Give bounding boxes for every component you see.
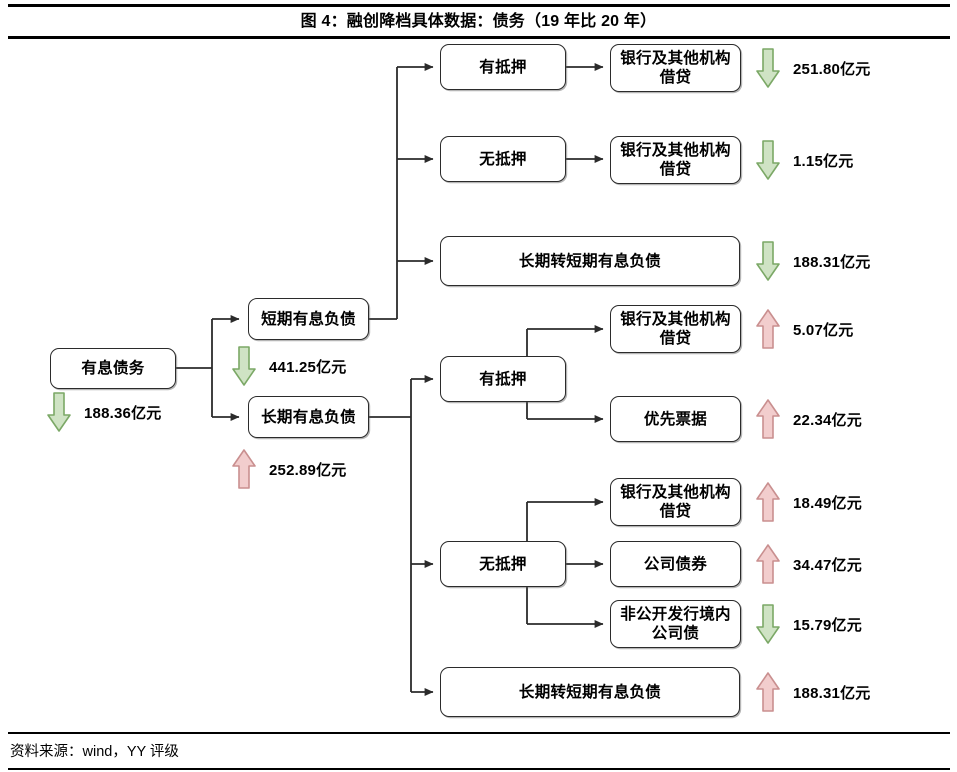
source-note: 资料来源：wind，YY 评级 (10, 744, 179, 760)
delta-st-bank-secured: 251.80亿元 (755, 47, 870, 89)
node-lt-senior-notes-label: 优先票据 (643, 410, 708, 428)
arrow-up-icon (232, 449, 256, 489)
delta-st-bank-secured-value: 251.80亿元 (793, 60, 871, 78)
node-lt-unsecured-label: 无抵押 (479, 555, 527, 573)
delta-st-bank-unsecured: 1.15亿元 (755, 139, 853, 181)
arrow-down-icon (756, 48, 780, 88)
delta-lt-corp-bonds-value: 34.47亿元 (793, 556, 862, 574)
header-rule-top (8, 4, 950, 7)
node-st-bank-unsecured[interactable]: 银行及其他机构 借贷 (610, 136, 741, 184)
delta-st-reclass: 188.31亿元 (755, 240, 870, 282)
node-lt-bank-secured-label: 银行及其他机构 借贷 (620, 311, 731, 347)
delta-st-bank-unsecured-value: 1.15亿元 (793, 152, 854, 170)
node-lt-corp-bonds-label: 公司债券 (643, 555, 708, 573)
delta-lt-bank-secured-value: 5.07亿元 (793, 321, 854, 339)
arrow-down-icon (47, 392, 71, 432)
arrow-down-icon (756, 604, 780, 644)
debt-breakdown-diagram: 有息债务 短期有息负债 长期有息负债 有抵押 无抵押 长期转短期有息负债 银行及… (0, 39, 957, 732)
arrow-down-icon (232, 346, 256, 386)
node-st-reclass-label: 长期转短期有息负债 (518, 252, 662, 270)
node-st-bank-secured[interactable]: 银行及其他机构 借贷 (610, 44, 741, 92)
arrow-up-icon (756, 399, 780, 439)
node-lt-private-bonds-label: 非公开发行境内 公司债 (620, 606, 731, 642)
delta-root: 188.36亿元 (46, 391, 161, 433)
arrow-up-icon (756, 544, 780, 584)
arrow-up-icon (756, 309, 780, 349)
delta-lt-reclass: 188.31亿元 (755, 671, 870, 713)
node-lt-corp-bonds[interactable]: 公司债券 (610, 541, 741, 587)
delta-lt-reclass-value: 188.31亿元 (793, 684, 871, 702)
node-long-term-debt-label: 长期有息负债 (261, 408, 356, 426)
node-st-reclass[interactable]: 长期转短期有息负债 (440, 236, 740, 286)
delta-long-term: 252.89亿元 (231, 448, 346, 490)
node-long-term-debt[interactable]: 长期有息负债 (248, 396, 369, 438)
node-st-bank-secured-label: 银行及其他机构 借贷 (620, 50, 731, 86)
delta-short-term: 441.25亿元 (231, 345, 346, 387)
delta-lt-corp-bonds: 34.47亿元 (755, 543, 862, 585)
node-lt-reclass[interactable]: 长期转短期有息负债 (440, 667, 740, 717)
header-rule-bottom (8, 36, 950, 39)
node-lt-secured-label: 有抵押 (479, 370, 527, 388)
node-lt-bank-unsecured[interactable]: 银行及其他机构 借贷 (610, 478, 741, 526)
node-short-term-debt-label: 短期有息负债 (261, 310, 356, 328)
node-st-unsecured-label: 无抵押 (479, 150, 527, 168)
arrow-down-icon (756, 140, 780, 180)
node-st-secured[interactable]: 有抵押 (440, 44, 566, 90)
delta-lt-senior-notes: 22.34亿元 (755, 398, 862, 440)
delta-lt-bank-secured: 5.07亿元 (755, 308, 853, 350)
delta-lt-private-bonds: 15.79亿元 (755, 603, 862, 645)
delta-lt-private-bonds-value: 15.79亿元 (793, 616, 862, 634)
footer-rule-bottom (8, 768, 950, 770)
arrow-down-icon (756, 241, 780, 281)
node-lt-secured[interactable]: 有抵押 (440, 356, 566, 402)
delta-lt-senior-notes-value: 22.34亿元 (793, 411, 862, 429)
node-lt-reclass-label: 长期转短期有息负债 (518, 683, 662, 701)
delta-lt-bank-unsecured-value: 18.49亿元 (793, 494, 862, 512)
figure-title: 图 4：融创降档具体数据：债务（19 年比 20 年） (300, 13, 657, 30)
node-lt-unsecured[interactable]: 无抵押 (440, 541, 566, 587)
node-st-bank-unsecured-label: 银行及其他机构 借贷 (620, 142, 731, 178)
node-lt-bank-unsecured-label: 银行及其他机构 借贷 (620, 484, 731, 520)
node-short-term-debt[interactable]: 短期有息负债 (248, 298, 369, 340)
node-lt-senior-notes[interactable]: 优先票据 (610, 396, 741, 442)
node-root-label: 有息债务 (81, 360, 145, 377)
delta-root-value: 188.36亿元 (84, 404, 162, 422)
delta-lt-bank-unsecured: 18.49亿元 (755, 481, 862, 523)
node-st-secured-label: 有抵押 (479, 58, 527, 76)
node-st-unsecured[interactable]: 无抵押 (440, 136, 566, 182)
delta-st-reclass-value: 188.31亿元 (793, 253, 871, 271)
node-root[interactable]: 有息债务 (50, 348, 176, 389)
node-lt-bank-secured[interactable]: 银行及其他机构 借贷 (610, 305, 741, 353)
node-lt-private-bonds[interactable]: 非公开发行境内 公司债 (610, 600, 741, 648)
arrow-up-icon (756, 482, 780, 522)
arrow-up-icon (756, 672, 780, 712)
delta-long-term-value: 252.89亿元 (269, 461, 347, 479)
footer-rule-top (8, 732, 950, 734)
delta-short-term-value: 441.25亿元 (269, 358, 347, 376)
